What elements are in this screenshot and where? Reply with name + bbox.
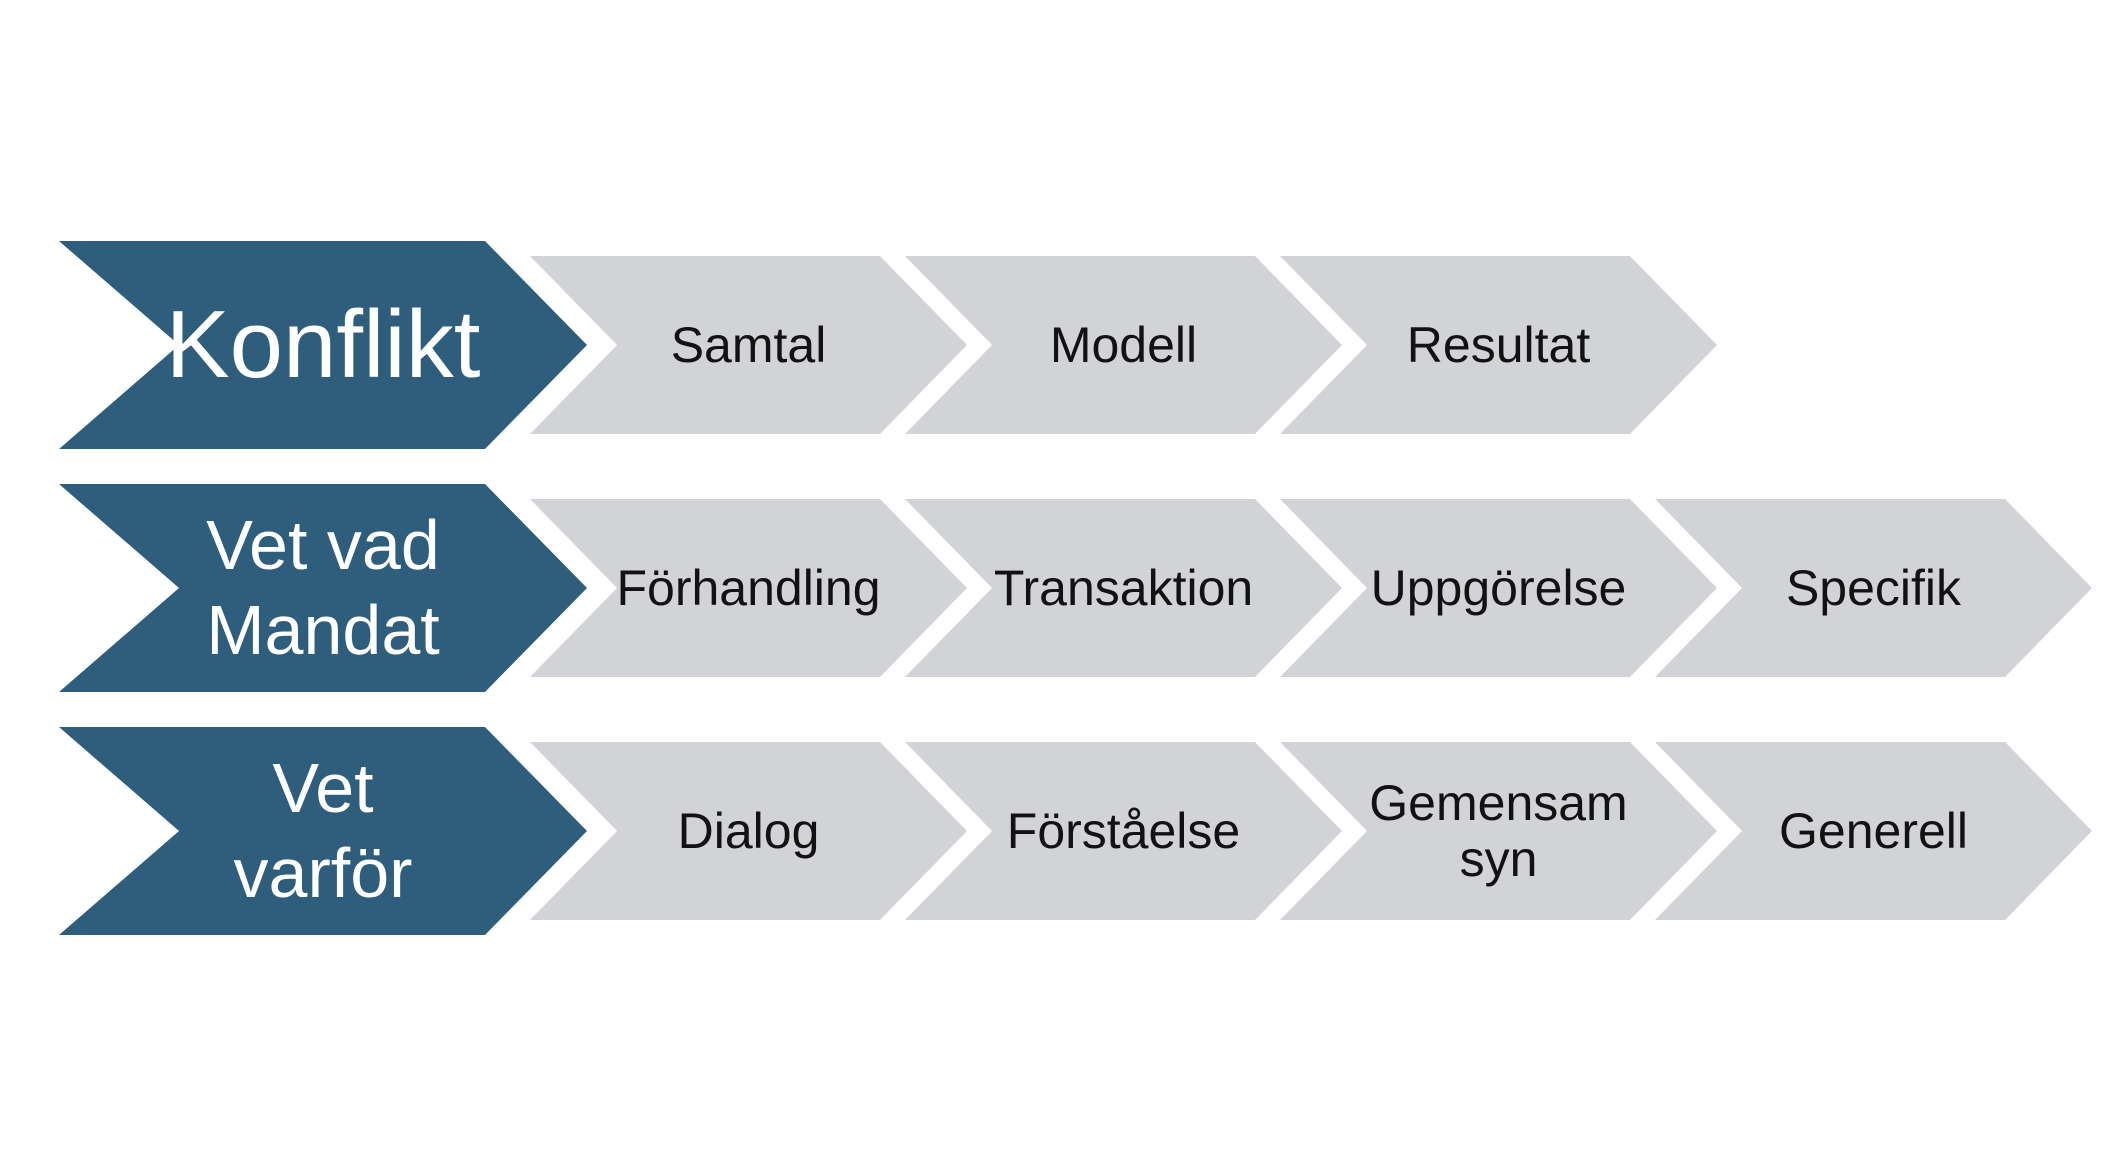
header-label: Konflikt [165,291,481,399]
step-chevron-uppgorelse: Uppgörelse [1280,499,1717,677]
step-label: Förhandling [616,560,881,616]
step-chevron-generell: Generell [1655,742,2092,920]
header-chevron-konflikt: Konflikt [59,241,587,449]
header-chevron-vet-varfor: Vet varför [59,727,587,935]
step-chevron-specifik: Specifik [1655,499,2092,677]
step-chevron-samtal: Samtal [530,256,967,434]
step-label: Dialog [677,803,820,859]
header-label: Vet vad Mandat [206,505,440,669]
step-label: Uppgörelse [1370,560,1627,616]
step-label: Specifik [1785,560,1962,616]
header-label: Vet varför [233,748,413,912]
step-label: Resultat [1406,317,1591,373]
step-chevron-forhandling: Förhandling [530,499,967,677]
step-chevron-resultat: Resultat [1280,256,1717,434]
header-chevron-vet-vad-mandat: Vet vad Mandat [59,484,587,692]
step-chevron-modell: Modell [905,256,1342,434]
step-chevron-dialog: Dialog [530,742,967,920]
step-chevron-forstaelse: Förståelse [905,742,1342,920]
step-label: Samtal [670,317,827,373]
step-label: Gemensam syn [1369,775,1628,887]
step-chevron-transaktion: Transaktion [905,499,1342,677]
step-label: Transaktion [993,560,1254,616]
step-label: Modell [1049,317,1198,373]
step-chevron-gemensam-syn: Gemensam syn [1280,742,1717,920]
step-label: Generell [1779,803,1968,859]
step-label: Förståelse [1006,803,1241,859]
